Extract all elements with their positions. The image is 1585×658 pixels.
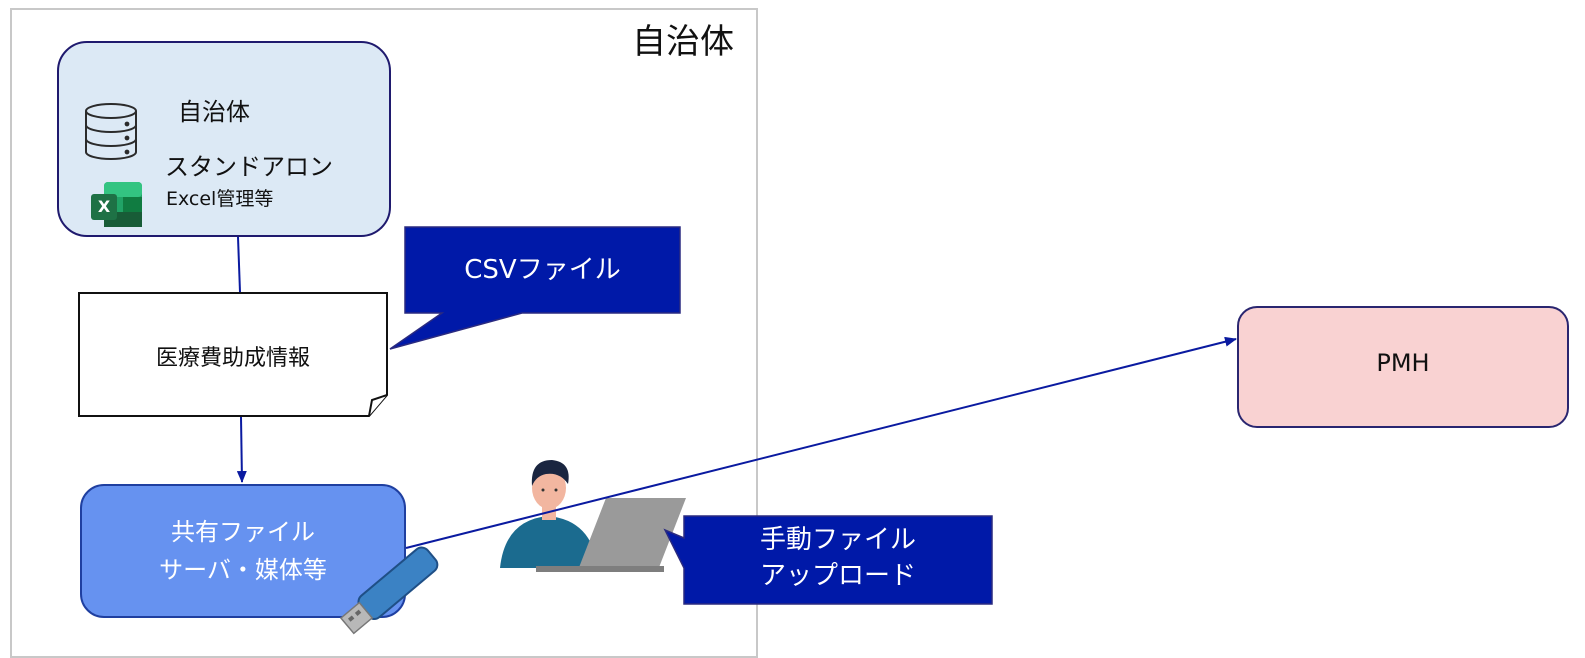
pmh-label: PMH [1376, 349, 1430, 377]
source-line-standalone: スタンドアロン [165, 153, 333, 181]
source-line-excel: Excel管理等 [166, 188, 274, 210]
shared-server-label: 共有ファイル サーバ・媒体等 [80, 513, 406, 589]
excel-icon-letter: X [97, 197, 111, 216]
shared-line-1: 共有ファイル [171, 518, 315, 546]
manual-upload-label: 手動ファイル アップロード [684, 522, 992, 594]
manual-upload-line-1: 手動ファイル [759, 525, 916, 555]
pmh-node [1237, 306, 1569, 428]
csv-callout-label: CSVファイル [464, 255, 621, 285]
shared-line-2: サーバ・媒体等 [159, 556, 327, 584]
manual-upload-line-2: アップロード [759, 561, 916, 591]
shared-server-node [80, 484, 406, 618]
zone-label: 自治体 [632, 22, 734, 62]
document-label: 医療費助成情報 [155, 346, 310, 371]
source-title: 自治体 [178, 98, 250, 126]
